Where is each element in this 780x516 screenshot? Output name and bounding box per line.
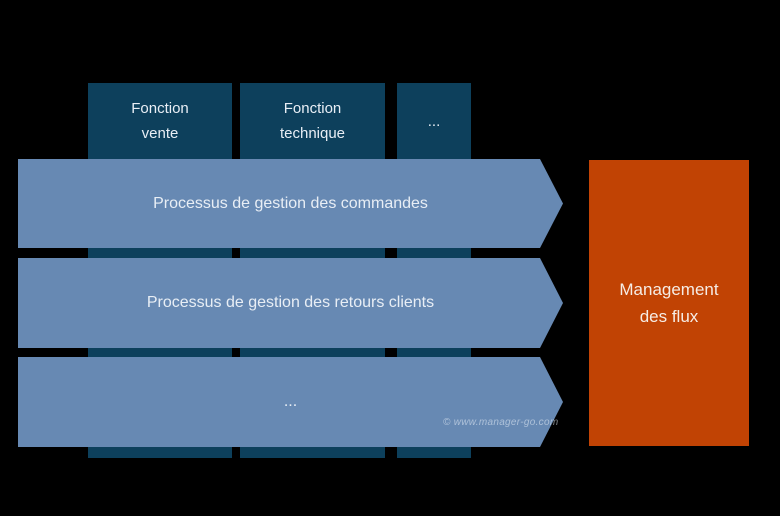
process-arrow-ellipsis: ... <box>18 357 563 447</box>
process-arrow-retours-clients: Processus de gestion des retours clients <box>18 258 563 348</box>
management-des-flux-box: Management des flux <box>589 160 749 446</box>
column-label: ... <box>427 112 441 130</box>
watermark-text: © www.manager-go.com <box>443 417 559 428</box>
process-arrow-label: Processus de gestion des commandes <box>153 194 428 212</box>
column-label: Fonction vente <box>131 100 189 142</box>
process-arrow-commandes: Processus de gestion des commandes <box>18 159 563 248</box>
process-arrow-label: Processus de gestion des retours clients <box>146 294 435 311</box>
process-arrow-label: ... <box>283 393 298 410</box>
column-label: Fonction technique <box>279 100 346 142</box>
